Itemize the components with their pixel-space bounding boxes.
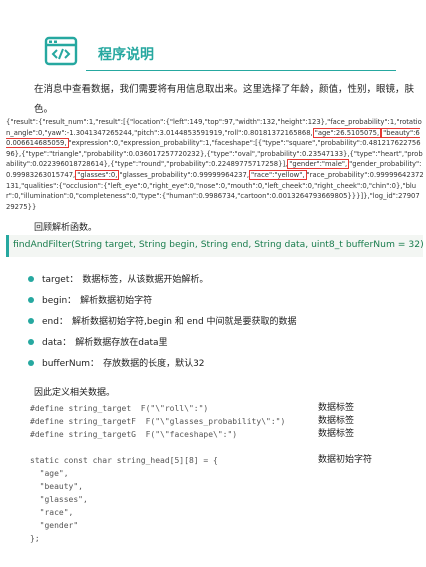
comment-spacer xyxy=(318,441,372,454)
comment-label: 数据初始字符 xyxy=(318,455,373,465)
param-name: end： xyxy=(42,317,68,327)
highlight-race: "race":"yellow", xyxy=(248,169,307,180)
title-underline xyxy=(86,70,396,71)
highlight-beauty: "beauty":60.006614685059, xyxy=(6,127,420,149)
code-comments: 数据标签 数据标签 数据标签 数据初始字符 xyxy=(318,402,372,467)
list-item: bufferNum：存放数据的长度，默认32 xyxy=(28,352,408,373)
param-name: begin： xyxy=(42,296,77,306)
list-item: data：解析数据存放在data里 xyxy=(28,331,408,352)
code-line: "gender" xyxy=(30,521,79,530)
json-segment: "gender_probability":0.99983263015747, xyxy=(6,160,422,179)
json-segment: "glasses_probability":0.99999964237, xyxy=(119,170,249,179)
intro-paragraph: 在消息中查看数据，我们需要将有用信息取出来。这里选择了年龄，颜值，性别，眼镜，肤… xyxy=(34,84,415,115)
list-item: target：数据标签，从该数据开始解析。 xyxy=(28,268,408,289)
bullet-icon xyxy=(28,275,34,282)
parameter-list: target：数据标签，从该数据开始解析。 begin：解析数据初始字符 end… xyxy=(28,268,408,373)
code-line xyxy=(30,441,310,454)
code-line: static const char string_head[5][8] = { xyxy=(30,456,218,465)
section-header: 程序说明 xyxy=(40,34,396,74)
bullet-icon xyxy=(28,317,34,324)
code-window-icon xyxy=(44,36,78,66)
comment-label: 数据标签 xyxy=(318,403,355,413)
review-label: 回顾解析函数。 xyxy=(34,223,98,233)
bullet-icon xyxy=(28,296,34,303)
param-desc: 解析数据初始字符,begin 和 end 中间就是要获取的数据 xyxy=(71,317,297,327)
code-line: #define string_targetF F("\"glasses_prob… xyxy=(30,417,286,426)
code-line: "beauty", xyxy=(30,482,83,491)
function-signature: findAndFilter(String target, String begi… xyxy=(13,239,424,250)
highlight-age: "age":26.5105075, xyxy=(312,127,382,138)
param-desc: 解析数据初始字符 xyxy=(80,296,153,306)
param-desc: 数据标签，从该数据开始解析。 xyxy=(82,275,209,285)
code-line: "race", xyxy=(30,508,74,517)
highlight-gender: "gender":"male", xyxy=(287,159,350,170)
code-line: #define string_targetG F("\"faceshape\":… xyxy=(30,430,238,439)
param-name: bufferNum： xyxy=(42,359,100,369)
json-segment: "expression":0,"expression_probability":… xyxy=(6,139,423,169)
comment-label: 数据标签 xyxy=(318,416,355,426)
highlight-glasses: "glasses":0, xyxy=(75,169,120,180)
json-segment: "race_probability":0.99999642372131,"qua… xyxy=(6,170,424,211)
code-line: }; xyxy=(30,534,40,543)
code-line: "age", xyxy=(30,469,69,478)
bullet-icon xyxy=(28,338,34,345)
param-desc: 存放数据的长度，默认32 xyxy=(103,359,205,369)
json-segment: {"result":{"result_num":1,"result":[{"lo… xyxy=(6,118,422,137)
param-desc: 解析数据存放在data里 xyxy=(75,338,168,348)
bullet-icon xyxy=(28,359,34,366)
json-response-text: {"result":{"result_num":1,"result":[{"lo… xyxy=(6,117,424,212)
section-title: 程序说明 xyxy=(98,47,154,63)
code-line: #define string_target F("\"roll\":") xyxy=(30,404,209,413)
comment-label: 数据标签 xyxy=(318,429,355,439)
list-item: end：解析数据初始字符,begin 和 end 中间就是要获取的数据 xyxy=(28,310,408,331)
param-name: target： xyxy=(42,275,79,285)
define-note: 因此定义相关数据。 xyxy=(34,388,116,398)
list-item: begin：解析数据初始字符 xyxy=(28,289,408,310)
code-line: "glasses", xyxy=(30,495,88,504)
function-signature-box: findAndFilter(String target, String begi… xyxy=(6,235,424,257)
code-block: #define string_target F("\"roll\":") #def… xyxy=(30,402,310,545)
param-name: data： xyxy=(42,338,72,348)
